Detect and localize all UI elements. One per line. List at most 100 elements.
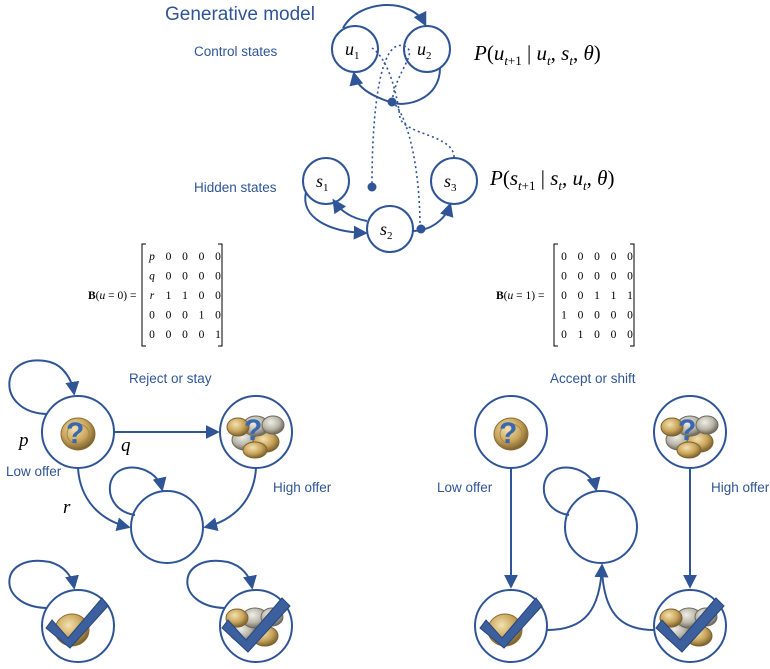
matrix-cell: 0 bbox=[561, 271, 567, 283]
s2-label: s2 bbox=[380, 219, 393, 242]
bracket-right bbox=[218, 243, 223, 347]
hidden-states-label: Hidden states bbox=[194, 180, 277, 195]
matrix-cell: 0 bbox=[215, 251, 221, 263]
matrix-b0-label: B(u = 0) = bbox=[88, 290, 136, 302]
matrix-cell: 0 bbox=[594, 271, 600, 283]
single-coin-question-icon: ? bbox=[60, 417, 96, 451]
matrix-cell: 1 bbox=[199, 310, 205, 322]
matrix-cell: 0 bbox=[578, 251, 584, 263]
r-single-coin-check-icon bbox=[479, 597, 543, 649]
panel-right-title: Accept or shift bbox=[550, 371, 636, 386]
matrix-cell: 1 bbox=[627, 290, 633, 302]
node-s3 bbox=[430, 157, 478, 205]
matrix-cell: 1 bbox=[166, 290, 172, 302]
junction-dot-right bbox=[416, 224, 426, 234]
bracket-right bbox=[630, 243, 635, 347]
matrix-cell: 0 bbox=[561, 329, 567, 341]
arrow-u2-u1 bbox=[349, 67, 441, 105]
matrix-cell: 0 bbox=[215, 290, 221, 302]
matrix-cell: 0 bbox=[199, 329, 205, 341]
svg-text:?: ? bbox=[66, 417, 84, 450]
diagram-title: Generative model bbox=[165, 4, 315, 25]
loop-low-accepted bbox=[8, 559, 79, 609]
matrix-cell: 0 bbox=[594, 251, 600, 263]
q-label: q bbox=[121, 435, 131, 456]
arrow-s2-s1 bbox=[332, 198, 368, 222]
matrix-cell: p bbox=[148, 251, 155, 263]
r-loop-neutral bbox=[542, 466, 601, 516]
junction-dot-top bbox=[387, 97, 397, 107]
r-state-high-offer-accepted bbox=[653, 589, 727, 663]
matrix-cell: 0 bbox=[611, 329, 617, 341]
right-low-offer-label: Low offer bbox=[437, 480, 493, 495]
r-state-neutral bbox=[564, 490, 638, 564]
u1-label: u1 bbox=[345, 39, 360, 62]
node-s2 bbox=[366, 205, 414, 253]
r-coin-pile-check-icon bbox=[655, 597, 725, 653]
matrix-cell: 0 bbox=[561, 251, 567, 263]
loop-low-offer bbox=[8, 359, 80, 415]
matrix-cell: 0 bbox=[182, 329, 188, 341]
svg-text:?: ? bbox=[678, 414, 696, 447]
matrix-cell: 0 bbox=[627, 271, 633, 283]
matrix-cell: 0 bbox=[182, 310, 188, 322]
bracket-left bbox=[553, 243, 558, 347]
u2-label: u2 bbox=[417, 39, 432, 62]
svg-text:?: ? bbox=[244, 414, 262, 447]
matrix-cell: 0 bbox=[594, 329, 600, 341]
r-coin-pile-question-icon: ? bbox=[660, 414, 719, 459]
matrix-cell: 0 bbox=[149, 310, 155, 322]
matrix-cell: 0 bbox=[166, 251, 172, 263]
left-high-offer-label: High offer bbox=[273, 480, 332, 495]
matrix-cell: 0 bbox=[182, 251, 188, 263]
matrix-cell: 1 bbox=[594, 290, 600, 302]
matrix-cell: 0 bbox=[627, 310, 633, 322]
dotted-link-3 bbox=[391, 101, 421, 229]
matrix-cell: 0 bbox=[611, 271, 617, 283]
arrow-u1-u2 bbox=[342, 4, 427, 29]
equation-hidden: P(st+1 | st, ut, θ) bbox=[489, 166, 614, 193]
state-neutral bbox=[130, 490, 204, 564]
matrix-cell: 0 bbox=[199, 290, 205, 302]
dotted-link-1 bbox=[371, 44, 411, 187]
loop-neutral bbox=[108, 466, 167, 516]
coin-pile-question-icon: ? bbox=[226, 414, 285, 459]
matrix-cell: 0 bbox=[182, 271, 188, 283]
control-states-label: Control states bbox=[194, 44, 278, 59]
matrix-cell: 1 bbox=[578, 329, 584, 341]
left-low-offer-label: Low offer bbox=[6, 464, 62, 479]
single-coin-check-icon bbox=[45, 597, 109, 649]
matrix-cell: q bbox=[149, 271, 155, 283]
matrix-cell: 0 bbox=[561, 290, 567, 302]
p-label: p bbox=[17, 430, 29, 451]
right-high-offer-label: High offer bbox=[711, 480, 770, 495]
matrix-cell: 0 bbox=[166, 329, 172, 341]
state-high-offer-accepted bbox=[219, 589, 293, 663]
r-single-coin-question-icon: ? bbox=[493, 417, 529, 451]
matrix-cell: 0 bbox=[199, 271, 205, 283]
matrix-cell: 0 bbox=[611, 310, 617, 322]
matrix-cell: 1 bbox=[182, 290, 188, 302]
r-arrow-high-accepted-to-neutral bbox=[601, 569, 655, 631]
arrow-low-to-neutral bbox=[77, 467, 131, 532]
state-low-offer-accepted bbox=[41, 589, 115, 663]
equation-control: P(ut+1 | ut, st, θ) bbox=[473, 41, 601, 68]
matrix-cell: 0 bbox=[166, 271, 172, 283]
matrix-b1-label: B(u = 1) = bbox=[496, 290, 544, 302]
matrix-cell: 0 bbox=[199, 251, 205, 263]
matrix-cell: 0 bbox=[578, 271, 584, 283]
node-u2 bbox=[403, 25, 451, 73]
matrix-cell: 0 bbox=[578, 310, 584, 322]
matrix-cell: 0 bbox=[611, 251, 617, 263]
matrix-cell: r bbox=[150, 290, 155, 302]
matrix-cell: 0 bbox=[578, 290, 584, 302]
junction-dot-left bbox=[367, 182, 377, 192]
matrix-cell: 1 bbox=[611, 290, 617, 302]
matrix-cell: 0 bbox=[166, 310, 172, 322]
matrix-cell: 0 bbox=[215, 310, 221, 322]
r-state-low-offer-accepted bbox=[474, 589, 548, 663]
node-s1 bbox=[302, 157, 350, 205]
matrix-cell: 0 bbox=[627, 251, 633, 263]
